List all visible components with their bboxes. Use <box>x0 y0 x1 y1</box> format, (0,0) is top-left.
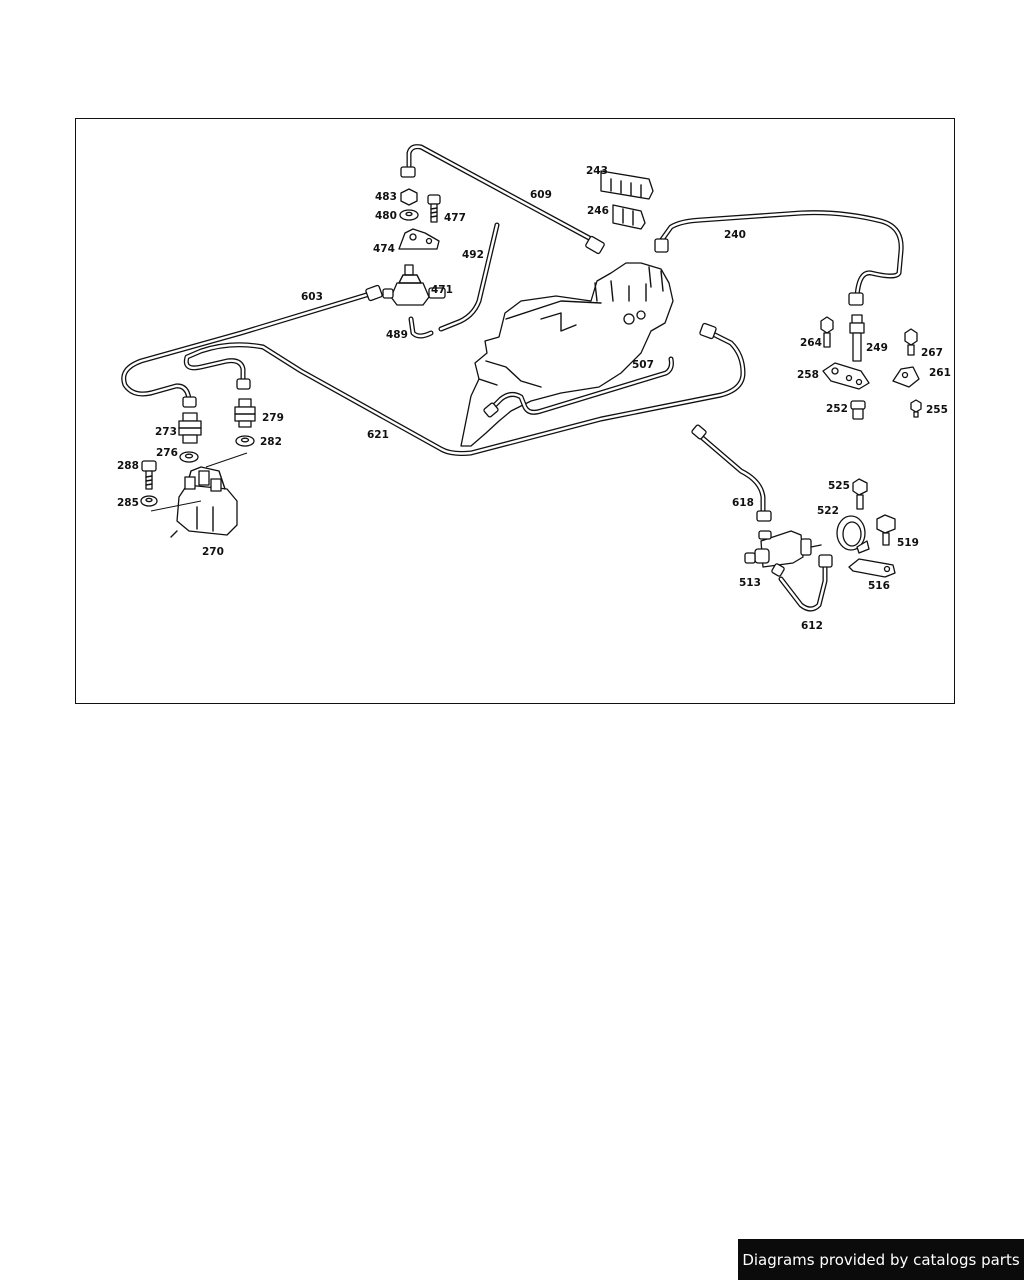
parts-diagram-frame: 243 246 609 483 480 477 474 492 240 603 … <box>75 118 955 704</box>
fuel-lines <box>121 144 904 612</box>
bracket-261 <box>892 366 920 388</box>
label-249: 249 <box>866 342 888 354</box>
label-258: 258 <box>797 369 819 381</box>
label-489: 489 <box>386 329 408 341</box>
washer-480 <box>399 209 419 221</box>
injection-pump-housing <box>460 262 674 447</box>
label-285: 285 <box>117 497 139 509</box>
label-621: 621 <box>367 429 389 441</box>
label-288: 288 <box>117 460 139 472</box>
label-474: 474 <box>373 243 395 255</box>
fitting-273 <box>178 412 202 444</box>
label-264: 264 <box>800 337 822 349</box>
clamp-522 <box>836 515 870 554</box>
part-number-labels: 243 246 609 483 480 477 474 492 240 603 … <box>117 165 951 632</box>
nut-483 <box>400 188 418 206</box>
label-522: 522 <box>817 505 839 517</box>
bolt-267 <box>904 328 918 356</box>
label-273: 273 <box>155 426 177 438</box>
washer-282 <box>235 435 255 447</box>
label-246: 246 <box>587 205 609 217</box>
damper-513 <box>744 530 822 577</box>
label-519: 519 <box>897 537 919 549</box>
label-243: 243 <box>586 165 608 177</box>
label-279: 279 <box>262 412 284 424</box>
label-618: 618 <box>732 497 754 509</box>
bolt-477 <box>427 194 441 223</box>
label-483: 483 <box>375 191 397 203</box>
fuel-system-exploded-diagram: 243 246 609 483 480 477 474 492 240 603 … <box>117 144 951 632</box>
label-477: 477 <box>444 212 466 224</box>
diagram-credit-banner: Diagrams provided by catalogs parts <box>738 1239 1024 1280</box>
label-492: 492 <box>462 249 484 261</box>
diagram-credit-text: Diagrams provided by catalogs parts <box>742 1250 1020 1269</box>
label-267: 267 <box>921 347 943 359</box>
label-609: 609 <box>530 189 552 201</box>
label-612: 612 <box>801 620 823 632</box>
label-282: 282 <box>260 436 282 448</box>
label-471: 471 <box>431 284 453 296</box>
bracket-474 <box>398 228 440 250</box>
label-276: 276 <box>156 447 178 459</box>
bolt-255 <box>910 399 922 418</box>
bolt-288 <box>141 460 157 490</box>
label-255: 255 <box>926 404 948 416</box>
label-270: 270 <box>202 546 224 558</box>
label-480: 480 <box>375 210 397 222</box>
bolt-525 <box>852 478 868 510</box>
grommet-252 <box>850 400 866 420</box>
label-603: 603 <box>301 291 323 303</box>
washer-276 <box>179 451 199 463</box>
bracket-258 <box>822 362 870 390</box>
label-513: 513 <box>739 577 761 589</box>
nut-519 <box>876 514 896 546</box>
label-261: 261 <box>929 367 951 379</box>
label-516: 516 <box>868 580 890 592</box>
bolt-264 <box>820 316 834 348</box>
valve-block-270 <box>150 452 248 538</box>
label-252: 252 <box>826 403 848 415</box>
fitting-279 <box>234 398 256 428</box>
label-525: 525 <box>828 480 850 492</box>
washer-285 <box>140 495 158 507</box>
union-249 <box>849 314 865 362</box>
pipe-clamp-246 <box>612 204 646 230</box>
bracket-516 <box>848 558 896 578</box>
pipe-clamp-243 <box>600 170 654 200</box>
label-507: 507 <box>632 359 654 371</box>
pipe-fittings <box>182 166 864 568</box>
pressure-regulator-471 <box>382 264 446 306</box>
label-240: 240 <box>724 229 746 241</box>
